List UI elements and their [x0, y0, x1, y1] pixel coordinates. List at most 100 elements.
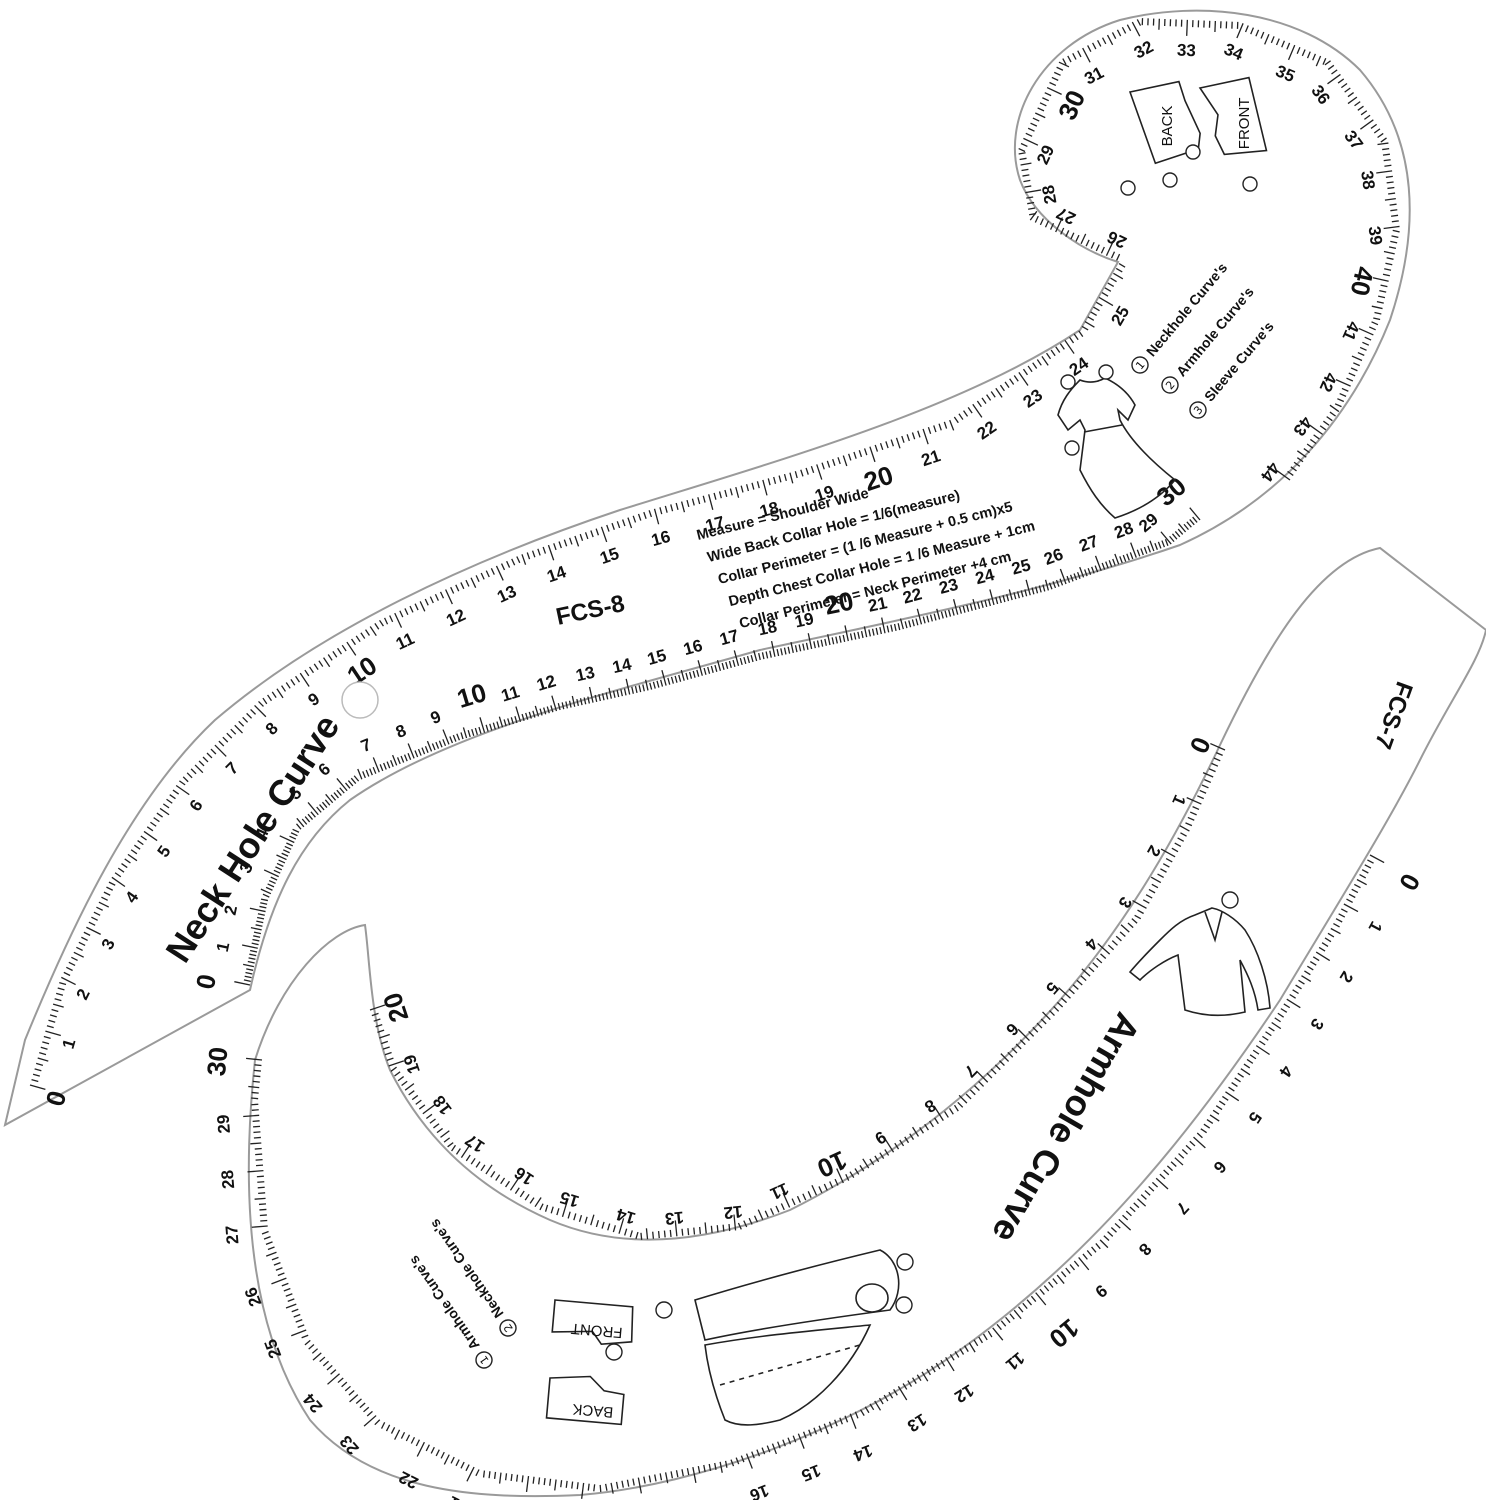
scale-tick	[258, 1203, 267, 1206]
scale-tick	[1055, 217, 1064, 233]
scale-tick	[1053, 71, 1061, 76]
scale-tick	[976, 400, 982, 408]
scale-tick	[496, 721, 500, 729]
scale-tick	[1042, 584, 1046, 592]
scale-tick	[251, 1103, 259, 1106]
scale-tick	[1174, 1157, 1184, 1166]
scale-tick	[1338, 913, 1346, 918]
scale-tick	[46, 1025, 54, 1029]
scale-tick	[739, 657, 743, 666]
scale-tick	[1020, 142, 1028, 148]
scale-tick	[1202, 772, 1214, 778]
scale-tick	[341, 644, 347, 652]
scale-tick	[1151, 883, 1159, 889]
scale-tick	[251, 1109, 259, 1111]
scale-tick	[313, 663, 319, 671]
scale-tick	[616, 689, 620, 698]
scale-tick	[551, 695, 558, 712]
scale-tick	[691, 498, 695, 506]
scale-tick	[1072, 53, 1077, 60]
scale-tick	[859, 1165, 865, 1172]
scale-tick	[1181, 1148, 1188, 1155]
scale-tick	[874, 1155, 880, 1163]
scale-tick	[1163, 1169, 1170, 1176]
scale-tick	[425, 1113, 433, 1120]
scale-tick	[262, 697, 268, 705]
scale-tick	[143, 830, 158, 842]
scale-tick	[1015, 1043, 1022, 1050]
scale-label: 3	[1114, 894, 1135, 912]
scale-tick	[509, 1176, 520, 1191]
scale-tick	[1076, 979, 1083, 986]
scale-tick	[1131, 21, 1141, 37]
scale-tick	[482, 1470, 486, 1478]
scale-tick	[685, 672, 689, 680]
scale-tick	[514, 716, 518, 724]
scale-label: 10	[1043, 1313, 1084, 1355]
scale-tick	[1048, 582, 1053, 590]
scale-label: 5	[1042, 978, 1062, 998]
scale-label: 0	[190, 971, 222, 991]
scale-tick	[1335, 379, 1351, 387]
scale-tick	[455, 1148, 461, 1155]
scale-tick	[363, 1415, 377, 1427]
scale-tick	[569, 537, 573, 545]
scale-tick	[550, 705, 554, 713]
scale-tick	[645, 1228, 649, 1240]
scale-tick	[576, 1482, 579, 1490]
scale-tick	[568, 700, 572, 708]
scale-tick	[802, 643, 805, 651]
scale-tick	[1154, 542, 1158, 550]
scale-tick	[1030, 1295, 1037, 1302]
scale-tick	[1039, 1288, 1045, 1295]
scale-tick	[1192, 516, 1198, 523]
scale-tick	[805, 467, 809, 475]
scale-tick	[692, 670, 696, 678]
scale-tick	[1301, 975, 1312, 983]
scale-label: 16	[681, 636, 704, 659]
scale-tick	[130, 849, 138, 855]
scale-tick	[1107, 282, 1115, 288]
scale-tick	[681, 1469, 684, 1477]
scale-label: 20	[822, 585, 857, 620]
scale-tick	[449, 736, 454, 744]
scale-tick	[836, 1168, 844, 1184]
scale-tick	[1024, 185, 1032, 188]
scale-tick	[76, 946, 83, 952]
scale-tick	[304, 816, 311, 823]
scale-tick	[1087, 45, 1092, 52]
scale-tick	[268, 879, 276, 885]
scale-tick	[1136, 549, 1141, 557]
scale-tick	[737, 1222, 742, 1230]
scale-tick	[265, 1241, 273, 1245]
scale-tick	[251, 1097, 259, 1100]
scale-tick	[1213, 757, 1221, 762]
scale-tick	[1390, 209, 1398, 212]
scale-label: 14	[850, 1441, 875, 1466]
scale-tick	[384, 1051, 392, 1056]
scale-tick	[921, 1371, 929, 1382]
scale-tick	[386, 761, 391, 769]
scale-tick	[111, 876, 126, 888]
scale-tick	[243, 979, 251, 982]
scale-tick	[1361, 869, 1369, 874]
scale-label: 11	[767, 1179, 791, 1204]
scale-tick	[386, 1057, 394, 1061]
badge-1-icon	[605, 1343, 623, 1361]
scale-tick	[906, 434, 910, 442]
scale-tick	[452, 734, 457, 742]
scale-tick	[1364, 864, 1372, 869]
scale-tick	[697, 660, 703, 676]
scale-tick	[390, 1427, 396, 1434]
scale-tick	[951, 608, 955, 616]
scale-tick	[663, 1230, 666, 1238]
scale-tick	[940, 611, 944, 619]
scale-tick	[249, 953, 257, 957]
scale-tick	[886, 625, 890, 633]
scale-tick	[554, 1479, 557, 1491]
scale-tick	[1157, 541, 1162, 549]
scale-tick	[987, 1330, 993, 1338]
scale-tick	[49, 1014, 57, 1018]
scale-label: 17	[703, 512, 726, 535]
scale-tick	[926, 615, 930, 623]
